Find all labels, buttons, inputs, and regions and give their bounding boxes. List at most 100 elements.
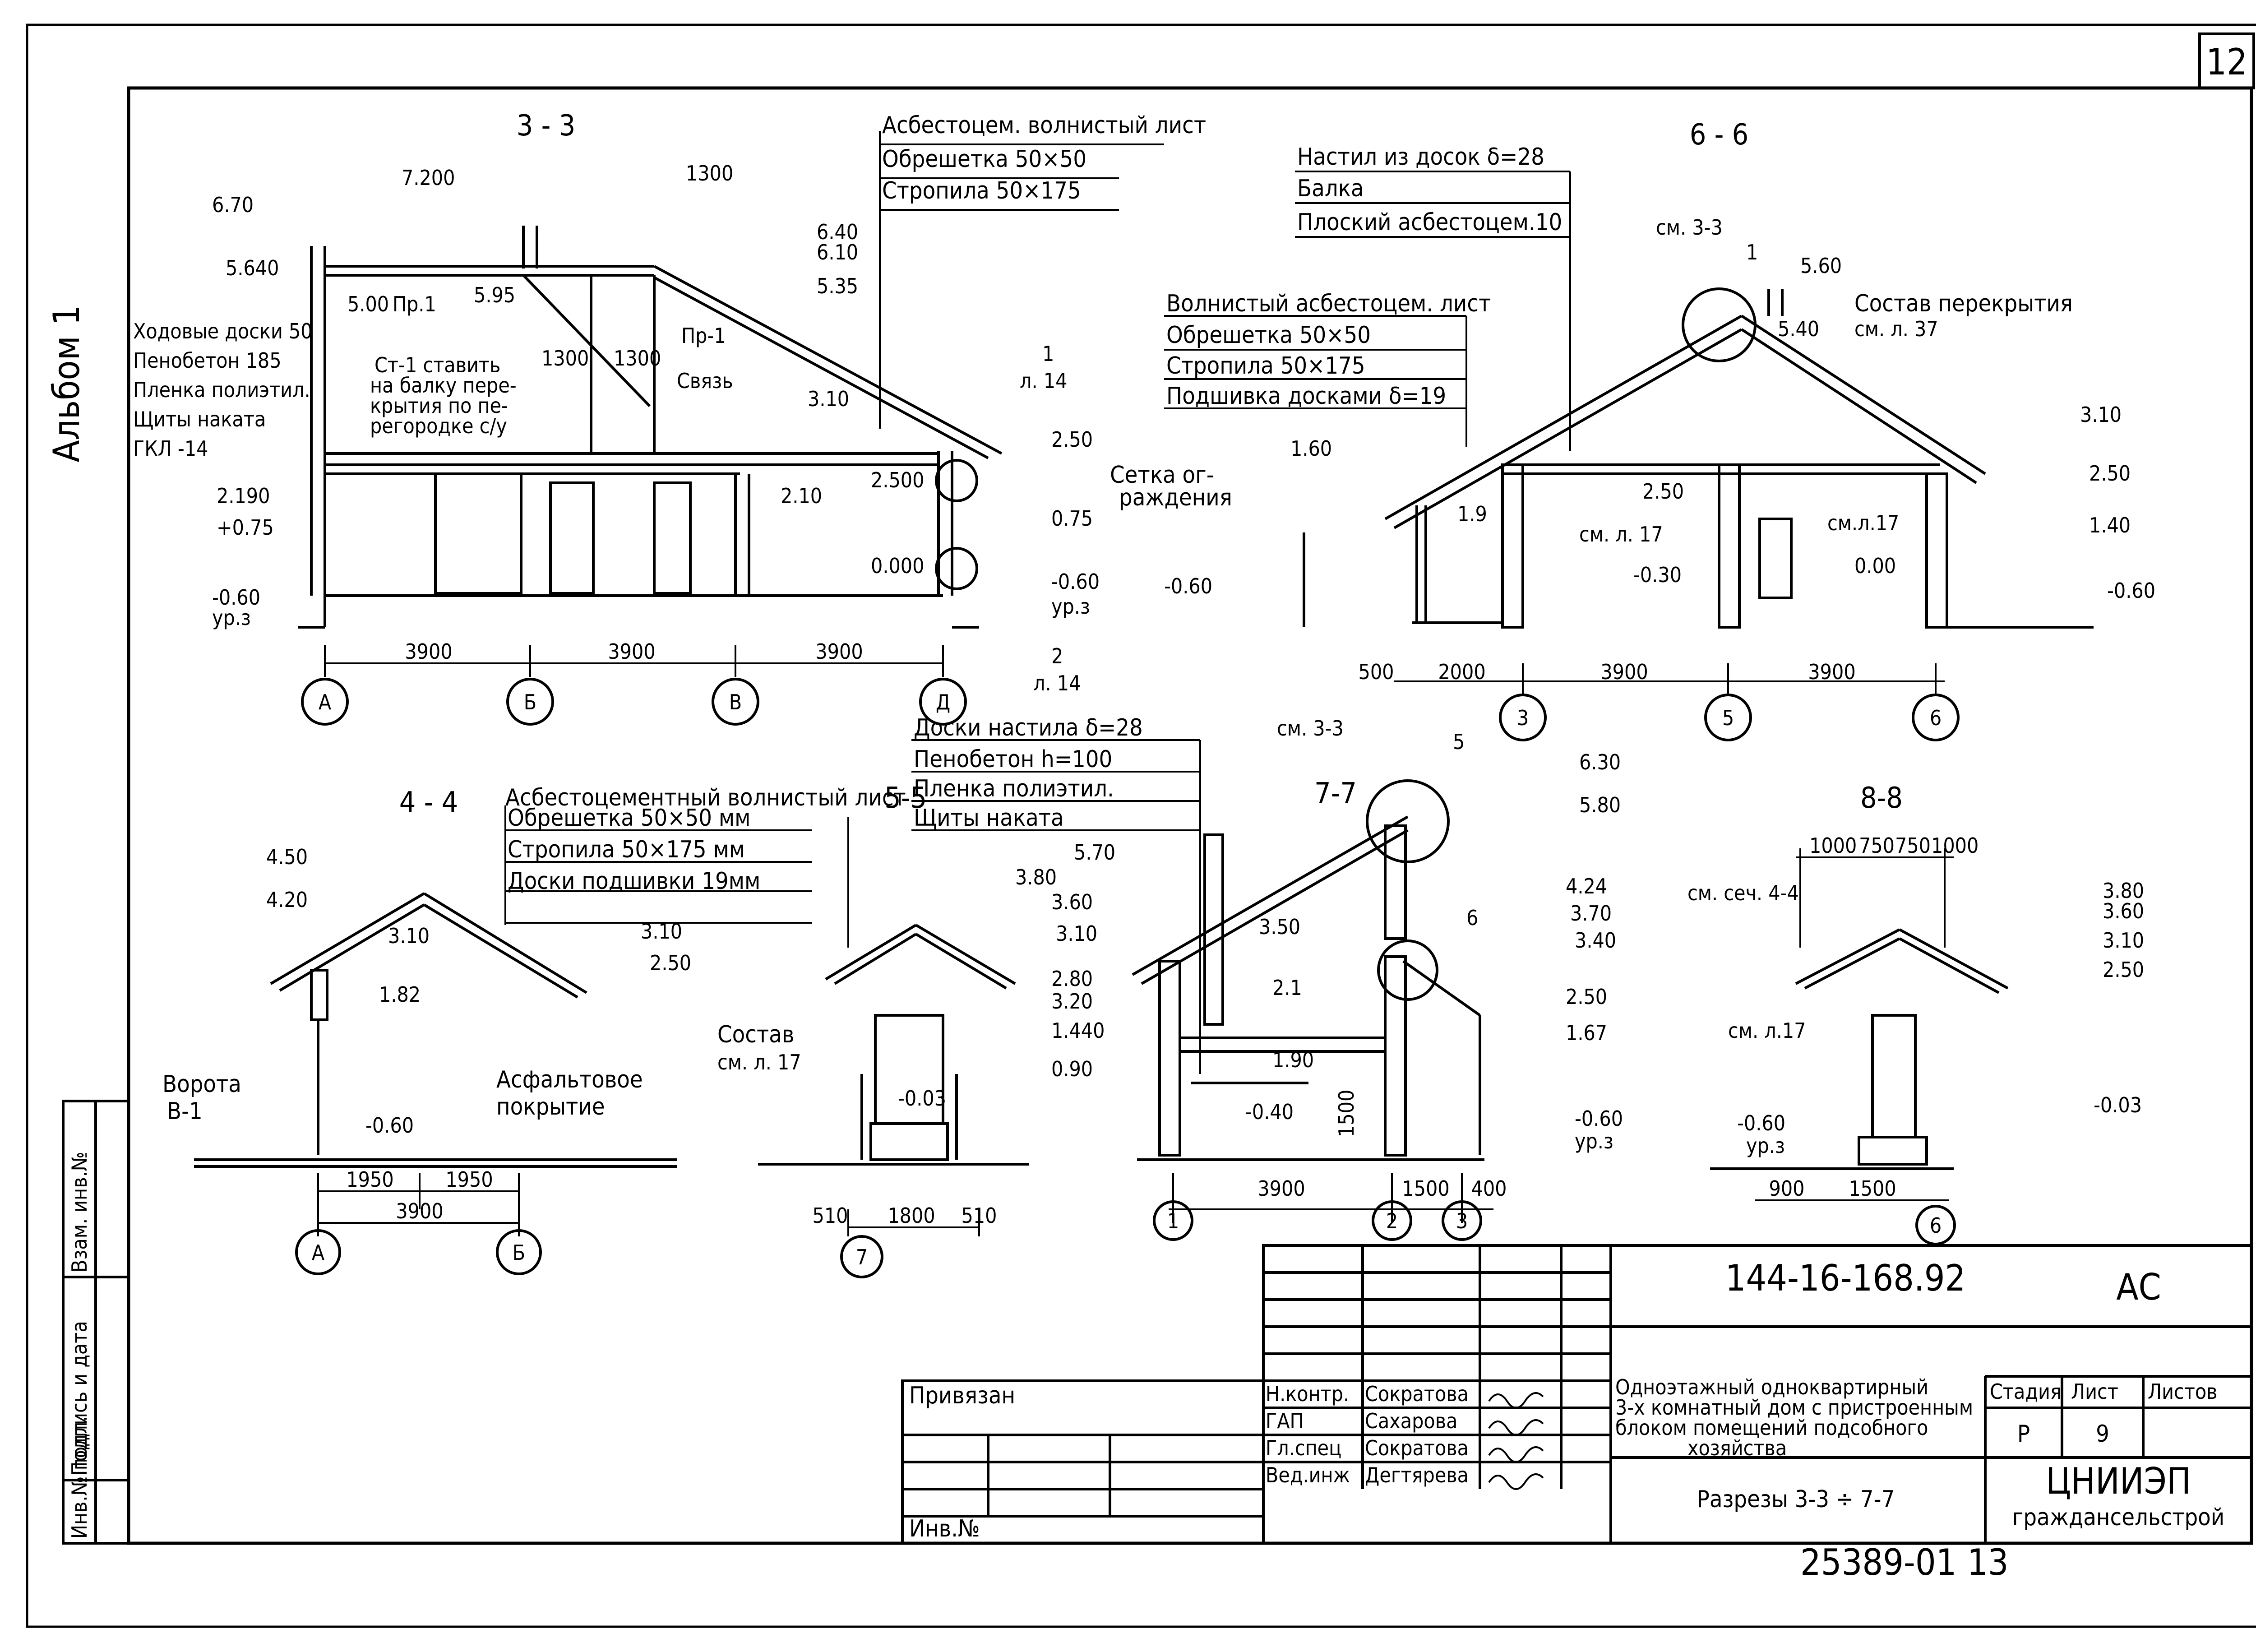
s77-see: см. 3-3 (1277, 716, 1344, 740)
s66-roof-layer-1: Волнистый асбестоцем. лист (1166, 290, 1491, 317)
s33-note-2: на балку пере- (370, 373, 517, 398)
doc-code: 144-16-168.92 (1725, 1257, 1966, 1299)
s66-roof-layer-3: Стропила 50×175 (1166, 352, 1365, 379)
s33-ceiling-layer-3: Пленка полиэтил. (133, 378, 310, 402)
tb-sheet-title: Разрезы 3-3 ÷ 7-7 (1697, 1486, 1895, 1513)
section-6-6-title: 6 - 6 (1690, 118, 1749, 152)
s88-level: -0.60 (1737, 1111, 1785, 1135)
s33-roof-layer-2: Обрешетка 50×50 (882, 146, 1086, 173)
s77-level: 3.20 (1051, 989, 1093, 1013)
s55-deck-layer-4: Щиты наката (914, 805, 1064, 832)
s55-deck-layer-2: Пенобетон h=100 (914, 746, 1112, 773)
s66-see17b: см.л.17 (1827, 511, 1899, 535)
s33-level: 0.75 (1051, 506, 1093, 531)
s55-dim: 510 (813, 1203, 848, 1228)
s33-axis: Д (936, 690, 950, 714)
s44-asphalt-2: покрытие (496, 1093, 605, 1120)
s66-composition: Состав перекрытия (1854, 290, 2073, 317)
s33-pr1b: Пр.1 (393, 292, 436, 316)
tb-role: ГАП (1266, 1409, 1304, 1433)
s33-callout-1-sheet: л. 14 (1020, 369, 1067, 393)
s33-axis: В (729, 690, 742, 714)
s55-dim: 510 (962, 1203, 997, 1228)
title-block (901, 1244, 2253, 1545)
s44-dim: 3900 (396, 1199, 443, 1223)
s33-level: 6.10 (817, 240, 858, 264)
s77-dim: 1500 (1402, 1176, 1449, 1201)
s66-roof-layer-2: Обрешетка 50×50 (1166, 322, 1371, 349)
s33-level: 1300 (541, 346, 589, 370)
section-7-7 (1132, 779, 1493, 1241)
section-5-5-title: 5-5 (884, 782, 927, 815)
s66-composition-ref: см. л. 37 (1854, 317, 1938, 341)
s88-level: -0.03 (2094, 1093, 2142, 1117)
s55-deck-layer-1: Доски настила δ=28 (914, 714, 1143, 741)
s33-axis: А (319, 690, 331, 714)
s66-fence-2: раждения (1119, 484, 1232, 511)
s77-axis: 3 (1456, 1209, 1468, 1233)
s88-level: 3.10 (2103, 928, 2144, 953)
s33-level: +0.75 (217, 515, 274, 540)
s33-level: 6.40 (817, 220, 858, 244)
s66-level: 5.40 (1778, 317, 1819, 341)
s33-level: 7.200 (402, 166, 455, 190)
s33-level: 0.000 (871, 554, 924, 578)
s44-gate-1: Ворота (162, 1071, 241, 1098)
s66-deck-layer-3: Плоский асбестоцем.10 (1297, 209, 1562, 236)
s66-callout-1: 1 (1746, 240, 1758, 264)
section-6-6 (1164, 171, 2094, 741)
left-strip-sign: Подпись и дата (67, 1321, 92, 1476)
s66-fence-1: Сетка ог- (1110, 462, 1214, 489)
s77-axis: 1 (1167, 1209, 1179, 1233)
s66-level: -0.30 (1633, 563, 1682, 587)
s33-dim: 3900 (405, 639, 452, 664)
s33-level: 5.95 (474, 283, 515, 307)
s66-see17a: см. л. 17 (1579, 522, 1663, 546)
tb-role: Вед.инж (1266, 1463, 1350, 1487)
s77-level: ур.з (1575, 1129, 1613, 1153)
s66-level: 1.9 (1457, 502, 1487, 526)
s66-deck-layer-2: Балка (1297, 175, 1364, 202)
bottom-page: 13 (1967, 1541, 2009, 1583)
s33-callout-2-sheet: л. 14 (1033, 671, 1081, 695)
doc-mark: АС (2116, 1266, 2161, 1308)
album-label: Альбом 1 (46, 305, 88, 463)
s77-callout-6: 6 (1466, 906, 1478, 930)
s66-axis: 3 (1517, 706, 1529, 730)
s77-level: 1.90 (1272, 1048, 1314, 1072)
s44-axis: А (312, 1240, 324, 1265)
s77-level: 2.50 (1566, 985, 1607, 1009)
s33-level: 2.50 (1051, 427, 1093, 452)
tb-sheet-label: Лист (2071, 1379, 2118, 1404)
s88-top-dim: 750 (1859, 833, 1895, 858)
s77-axis: 2 (1386, 1209, 1398, 1233)
s77-dim: 400 (1471, 1176, 1507, 1201)
s77-level: 3.10 (1056, 921, 1097, 946)
s33-level: -0.60 (212, 585, 260, 610)
section-3-3-title: 3 - 3 (517, 109, 576, 143)
s33-level: 2.190 (217, 484, 270, 508)
s55-level: -0.03 (898, 1086, 946, 1111)
bottom-code: 25389-01 (1800, 1541, 1956, 1583)
s44-level: -0.60 (365, 1113, 414, 1138)
tb-stage-label: Стадия (1990, 1379, 2062, 1404)
s77-level: 1500 (1334, 1090, 1359, 1137)
tb-role: Н.контр. (1266, 1382, 1349, 1406)
s33-level: -0.60 (1051, 569, 1100, 594)
s33-level: 5.35 (817, 274, 858, 298)
tb-sheet: 9 (2096, 1421, 2109, 1448)
s66-dim: 3900 (1808, 660, 1855, 684)
tb-description: Одноэтажный одноквартирный (1615, 1375, 1928, 1399)
s77-level: 0.90 (1051, 1057, 1093, 1081)
s33-pr1: Пр-1 (681, 324, 726, 348)
s33-ceiling-layer-4: Щиты наката (133, 407, 266, 431)
s33-level: 3.10 (808, 387, 849, 411)
s66-level: -0.60 (2107, 578, 2155, 603)
section-8-8 (1710, 848, 2009, 1245)
tb-sheets-label: Листов (2148, 1379, 2218, 1404)
s66-dim: 2000 (1438, 660, 1485, 684)
s33-note-4: регородке с/у (370, 414, 507, 438)
s44-level: 4.20 (266, 888, 308, 912)
s66-axis: 6 (1930, 706, 1942, 730)
